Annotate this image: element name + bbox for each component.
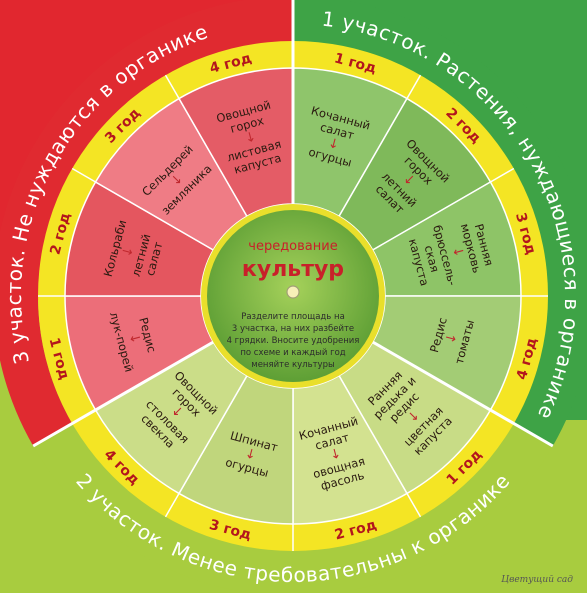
year-divider (71, 167, 96, 183)
year-divider (164, 74, 180, 99)
center-note-line3: 4 грядки. Вносите удобрения (227, 336, 360, 346)
outer-band-plot3 (0, 0, 293, 446)
rotation-arrow-icon: ↓ (243, 129, 257, 146)
center-note-line5: меняйте культуры (251, 360, 334, 370)
year-divider (164, 493, 180, 518)
rotation-arrow-icon: ↓ (326, 136, 340, 153)
rotation-arrow-icon: ↓ (328, 446, 342, 463)
rotation-arrow-icon: ↓ (243, 446, 257, 463)
center-note-line2: 3 участка, на них разбейте (232, 324, 354, 334)
year-divider (406, 493, 422, 518)
rotation-arrow-icon: ↓ (125, 331, 142, 345)
outer-band-plot1 (293, 0, 587, 446)
center-note-line1: Разделите площадь на (241, 312, 345, 322)
rotation-arrow-icon: ↓ (449, 245, 466, 259)
year-divider (406, 74, 422, 99)
center-title-line1: чередование (248, 239, 337, 254)
rotation-arrow-icon: ↓ (443, 331, 460, 345)
outer-band-plot2 (33, 423, 553, 593)
crop-sectors (38, 41, 548, 551)
center-note-line4: по схеме и каждый год (240, 348, 345, 358)
plot-divider (32, 340, 215, 448)
rotation-arrow-icon: ↓ (120, 245, 137, 259)
center-title-line2: культур (242, 257, 344, 282)
watermark: Цветущий сад (501, 575, 573, 585)
year-divider (490, 167, 515, 183)
center-rivet (286, 285, 300, 299)
plot-divider (371, 340, 554, 448)
crop-name: ская (422, 244, 443, 274)
center-disc: чередование культур Разделите площадь на… (201, 204, 385, 388)
